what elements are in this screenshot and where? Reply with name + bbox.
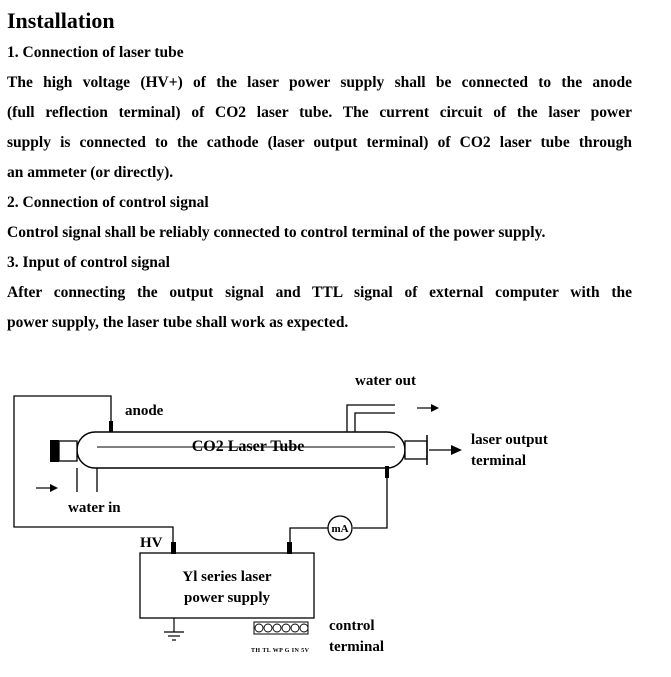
cathode-wire <box>353 476 388 529</box>
laser-output-arrow-icon <box>451 445 462 455</box>
section-1-line-4: an ammeter (or directly). <box>7 164 174 181</box>
section-3-line-2: power supply, the laser tube shall work … <box>7 314 349 331</box>
hv-terminal <box>171 542 176 554</box>
hv-wire <box>13 395 174 548</box>
section-2-heading: 2. Connection of control signal <box>7 194 209 211</box>
tube-label: CO2 Laser Tube <box>192 438 305 455</box>
laser-output-label-line-2: terminal <box>471 453 526 469</box>
section-1-heading: 1. Connection of laser tube <box>7 44 184 61</box>
power-supply-label-line-2: power supply <box>184 590 271 606</box>
cathode-terminal <box>385 466 389 478</box>
current-terminal <box>287 542 292 554</box>
section-1-line-1: The high voltage (HV+) of the laser powe… <box>7 74 632 91</box>
water-in-label: water in <box>68 500 121 516</box>
section-3-line-1: After connecting the output signal and T… <box>7 284 632 301</box>
section-1-line-2: (full reflection terminal) of CO2 laser … <box>7 104 632 121</box>
control-terminal-label-line-1: control <box>329 618 375 634</box>
power-supply-box <box>139 552 315 619</box>
water-out-arrow-icon <box>431 404 439 412</box>
output-mirror-holder <box>404 440 428 460</box>
ammeter-wire <box>289 527 328 548</box>
water-out-pipe <box>346 404 395 432</box>
water-out-pipe-inner <box>354 412 395 432</box>
anode-terminal <box>109 421 113 433</box>
terminal-pin-labels: TH TL WP G IN 5V <box>251 648 310 654</box>
section-3-heading: 3. Input of control signal <box>7 254 170 271</box>
section-1-line-3: supply is connected to the cathode (lase… <box>7 134 632 151</box>
laser-output-label-line-1: laser output <box>471 432 548 448</box>
water-in-arrow-icon <box>50 484 58 492</box>
ammeter-label: mA <box>331 523 348 535</box>
hv-label: HV <box>140 535 163 551</box>
control-terminal-block <box>253 621 309 635</box>
water-out-label: water out <box>355 373 416 389</box>
rear-mirror-holder <box>58 440 78 462</box>
page-title: Installation <box>7 8 115 33</box>
anode-label: anode <box>125 403 164 419</box>
section-2-line: Control signal shall be reliably connect… <box>7 224 546 241</box>
control-terminal-label-line-2: terminal <box>329 639 384 655</box>
rear-mirror-mount <box>50 440 59 462</box>
power-supply-label-line-1: Yl series laser <box>182 569 271 585</box>
